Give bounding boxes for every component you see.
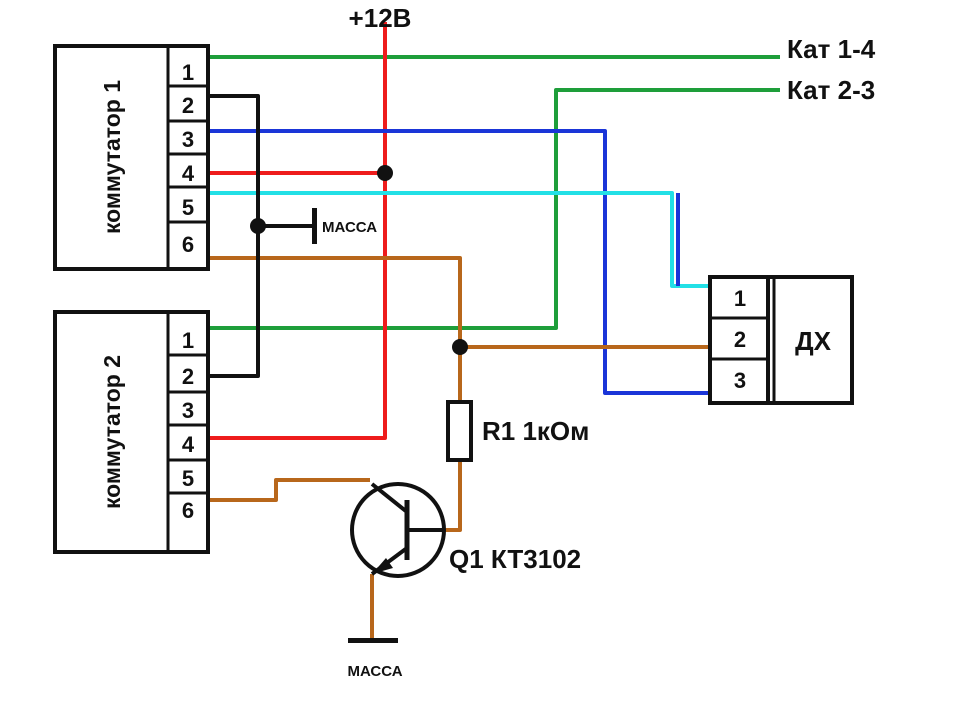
switch-1-pin-2: 2 [182,93,194,118]
switch-2-pin-3: 3 [182,398,194,423]
switch-2-pin-2: 2 [182,364,194,389]
sensor-dx-pin-3: 3 [734,368,746,393]
switch-1-title: коммутатор 1 [99,80,125,234]
transistor-body [350,482,446,578]
transistor-q1 [350,482,446,578]
transistor-label: Q1 КТ3102 [449,544,581,574]
wire-supply-12v [205,22,387,440]
ground-label-top: МАССА [322,219,377,236]
switch-2-pin-5: 5 [182,466,194,491]
switch-1-pin-1: 1 [182,60,194,85]
junction-supply [377,165,393,181]
sensor-dx-block: ДХ 1 2 3 [708,275,854,405]
switch-2-title: коммутатор 2 [99,355,125,509]
supply-label: +12В [349,3,412,33]
junctions [250,165,468,355]
output-kat14-label: Кат 1-4 [787,34,876,64]
wire-k1-pin3-dx3 [205,129,712,395]
ground-symbol-bottom [348,638,398,643]
switch-1-pin-3: 3 [182,127,194,152]
switch-2-body [53,310,210,554]
switch-1-pin-4: 4 [182,161,195,186]
wire-kat23 [205,88,780,330]
wire-resistor-base [440,460,462,532]
switch-2-block: коммутатор 2 1 2 3 4 5 6 [53,310,210,554]
wire-k2-pin6 [205,478,370,502]
sensor-dx-pin-2: 2 [734,327,746,352]
switch-1-pin-6: 6 [182,232,194,257]
wire-common-ground [205,94,260,378]
emitter-arrow-icon [372,558,393,574]
sensor-dx-pin-1: 1 [734,286,746,311]
wires [205,22,780,640]
ground-symbol-top [312,208,317,244]
switch-1-pin-5: 5 [182,195,194,220]
switch-1-block: коммутатор 1 1 2 3 4 5 6 [53,44,210,271]
ground-label-bottom: МАССА [347,663,402,680]
sensor-dx-title: ДХ [795,326,832,356]
output-kat23-label: Кат 2-3 [787,75,875,105]
switch-1-body [53,44,210,271]
switch-2-pin-1: 1 [182,328,194,353]
switch-2-pin-4: 4 [182,432,195,457]
switch-2-pin-6: 6 [182,498,194,523]
resistor-r1 [446,400,473,462]
wire-k1-pin5-dx1 [205,191,712,288]
sensor-dx-body [708,275,854,405]
resistor-label: R1 1кОм [482,416,589,446]
junction-ground [250,218,266,234]
junction-signal [452,339,468,355]
